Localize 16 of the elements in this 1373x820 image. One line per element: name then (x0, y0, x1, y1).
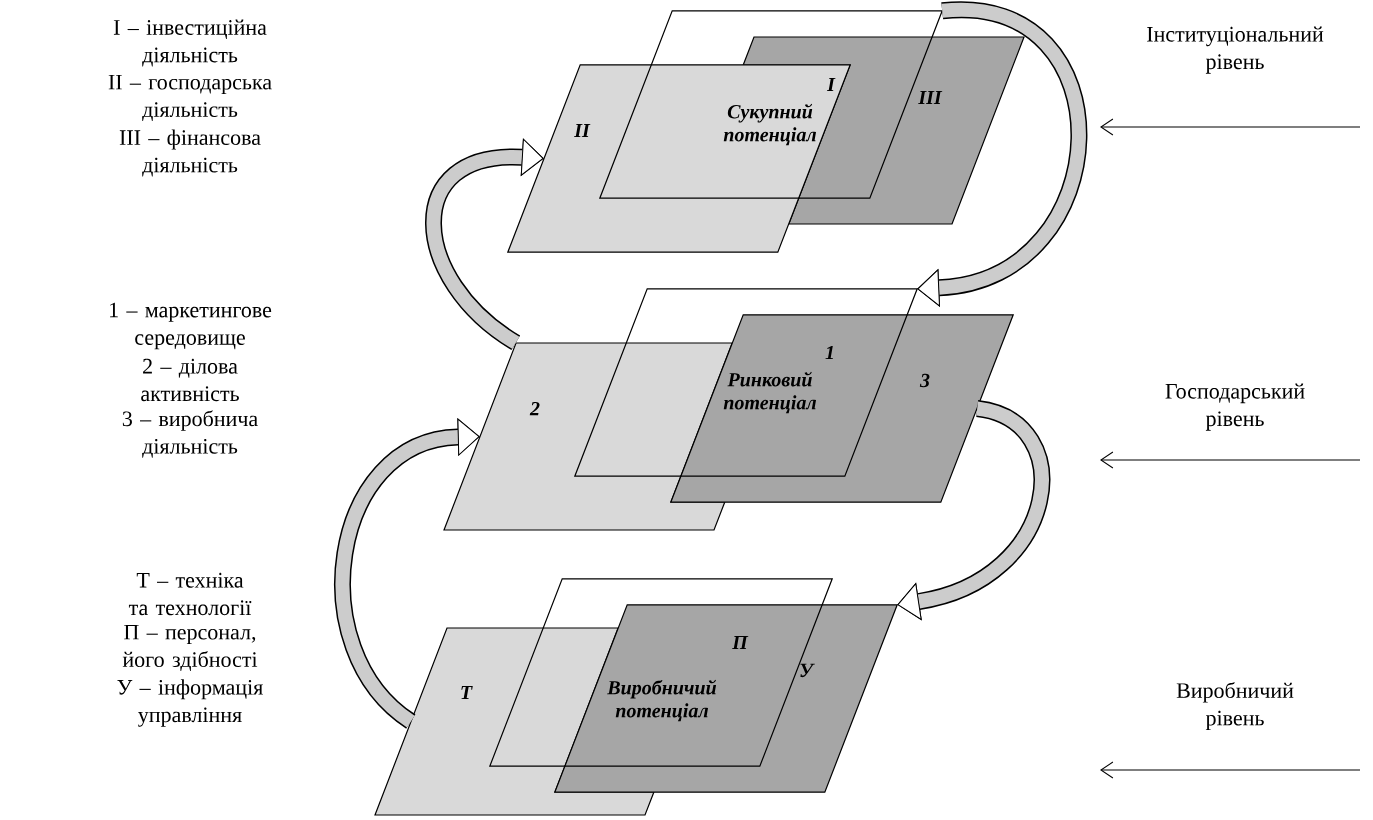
level-label: Виробничий рівень (1176, 682, 1294, 730)
curved-block-arrow (917, 2, 1088, 307)
legend-text: Т – техніка та технології (128, 572, 252, 616)
legend-text: У – інформація управління (117, 679, 263, 727)
level-label: Господарський рівень (1165, 383, 1305, 431)
legend-text: I – інвестиційна діяльність (113, 19, 267, 67)
legend-text: 2 – ділова активність (141, 358, 239, 402)
curved-block-arrow (425, 138, 544, 350)
curved-block-arrow (334, 418, 480, 729)
legend-text: III – фінансова діяльність (119, 129, 261, 177)
legend-text: 1 – маркетингове середовище (110, 302, 272, 350)
legend-text: 3 – виробнича діяльність (122, 410, 258, 458)
legend-text: II – господарська діяльність (108, 74, 272, 122)
curved-block-arrow (897, 400, 1051, 620)
level-label: Інституціональний рівень (1147, 26, 1324, 74)
legend-text: П – персонал, його здібності (122, 624, 258, 672)
